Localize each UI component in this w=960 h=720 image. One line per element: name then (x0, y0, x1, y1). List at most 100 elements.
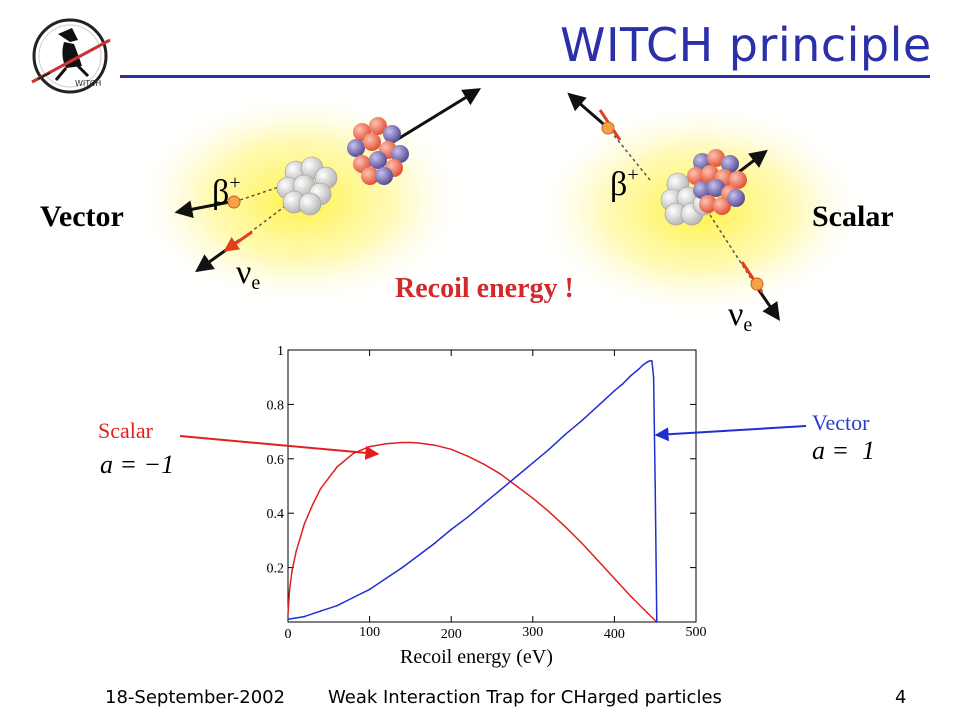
vector-data-point (368, 588, 371, 591)
vector-neutrino-label: νe (236, 254, 261, 294)
scalar-data-point (288, 588, 291, 591)
scalar-data-point (295, 550, 298, 553)
x-tick-label: 300 (522, 625, 543, 640)
scalar-data-point (532, 497, 534, 500)
scalar-neutrino-label: νe (728, 296, 753, 336)
scalar-data-point (466, 455, 469, 457)
vector-data-point (483, 502, 485, 505)
scalar-legend-formula: a = −1 (100, 450, 175, 479)
y-tick-label: 1 (277, 344, 284, 359)
footer-date: 18-September-2002 (105, 687, 286, 708)
scalar-data-point (291, 569, 293, 572)
vector-data-point (385, 577, 387, 580)
vector-data-point (450, 528, 453, 531)
scalar-data-point (629, 595, 632, 597)
scalar-data-point (303, 523, 306, 525)
y-tick-label: 0.4 (267, 507, 285, 522)
recoil-energy-banner: Recoil energy ! (395, 273, 574, 304)
scalar-data-point (450, 448, 453, 451)
vector-data-point (499, 489, 502, 491)
scalar-nucleus-arrow (734, 149, 768, 177)
scalar-beta-label: β+ (610, 164, 639, 203)
vector-pointer-arrow (654, 425, 807, 442)
vector-label: Vector (40, 200, 124, 233)
scalar-legend-name: Scalar (98, 418, 153, 443)
scalar-data-point (548, 511, 550, 513)
vector-decay (174, 88, 482, 273)
y-tick-label: 0.2 (267, 562, 285, 577)
vector-daughter-nucleus (276, 156, 338, 216)
x-axis-label: Recoil energy (eV) (400, 646, 553, 668)
vector-data-point (646, 361, 648, 364)
scalar-data-point (515, 485, 518, 487)
x-tick-label: 400 (604, 627, 625, 642)
vector-data-point (621, 383, 624, 385)
scalar-data-point (368, 445, 371, 448)
x-tick-label: 500 (686, 625, 707, 640)
vector-data-point (648, 360, 651, 362)
scalar-data-point (646, 611, 648, 614)
vector-data-point (642, 364, 644, 366)
vector-data-point (656, 621, 658, 623)
vector-series-line (287, 360, 658, 623)
scalar-series-line (287, 441, 658, 623)
page-title: WITCH principle (560, 18, 932, 72)
vector-data-point (581, 419, 583, 422)
scalar-data-point (613, 577, 616, 580)
vector-data-point (336, 604, 338, 607)
vector-recoil-nucleus (347, 117, 409, 185)
vector-data-point (654, 485, 656, 487)
vector-data-point (515, 475, 518, 478)
scalar-data-point (409, 441, 412, 444)
witch-logo-icon: WITCH (31, 18, 111, 94)
scalar-data-point (336, 466, 338, 468)
scalar-decay (567, 92, 781, 321)
scalar-pointer-arrow (179, 435, 380, 460)
vector-data-point (564, 433, 567, 436)
y-tick-label: 0.6 (267, 453, 285, 468)
vector-data-point (417, 554, 420, 557)
scalar-data-point (385, 443, 387, 445)
vector-data-point (652, 376, 655, 379)
vector-data-point (613, 390, 616, 392)
vector-data-point (319, 610, 322, 612)
vector-data-point (651, 360, 653, 362)
vector-data-point (629, 375, 632, 377)
scalar-data-point (499, 473, 502, 475)
x-tick-label: 100 (359, 625, 380, 640)
vector-data-point (466, 516, 469, 519)
vector-beta-label: β+ (212, 172, 241, 211)
scalar-data-point (434, 444, 436, 447)
y-tick-label: 0.8 (267, 398, 285, 413)
scalar-data-point (417, 442, 420, 444)
vector-legend-formula: a = 1 (812, 436, 876, 465)
vector-data-point (401, 566, 404, 569)
scalar-data-point (483, 463, 485, 466)
scalar-data-point (319, 487, 322, 490)
vector-legend-name: Vector (812, 410, 870, 435)
vector-data-point (638, 368, 640, 370)
vector-data-point (434, 542, 436, 544)
scalar-data-point (287, 613, 289, 615)
vector-data-point (548, 448, 550, 451)
logo-text: WITCH (75, 79, 101, 88)
scalar-recoil-nucleus (687, 149, 747, 215)
plot-frame (287, 349, 697, 623)
footer-title: Weak Interaction Trap for CHarged partic… (328, 687, 722, 708)
vector-data-point (532, 462, 534, 464)
vector-data-point (303, 615, 306, 618)
vector-data-point (597, 405, 599, 407)
scalar-data-point (311, 504, 314, 506)
x-tick-label: 0 (285, 627, 292, 642)
scalar-label: Scalar (812, 200, 894, 233)
scalar-data-point (352, 452, 355, 455)
footer-page-number: 4 (895, 687, 907, 708)
scalar-beta-arrow (567, 92, 609, 130)
scalar-data-point (328, 477, 330, 479)
scalar-data-point (581, 542, 583, 544)
vector-data-point (287, 618, 289, 621)
scalar-data-point (597, 560, 599, 562)
scalar-data-point (564, 526, 567, 528)
